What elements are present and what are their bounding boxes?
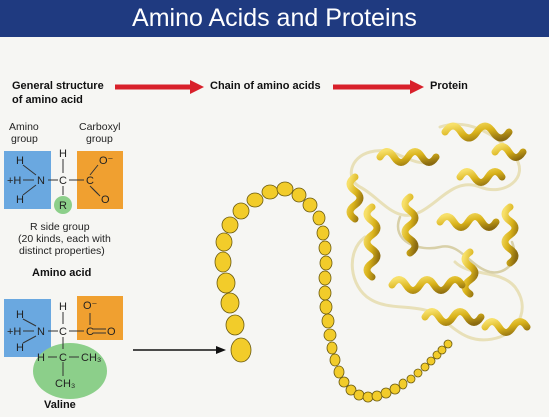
amino-acid-bead [406, 374, 416, 384]
header-general-structure-2: of amino acid [12, 94, 83, 106]
amino-group-label-2: group [11, 133, 38, 145]
valine-atom-h-side: H [37, 352, 45, 364]
atom-h-alpha: H [59, 148, 67, 160]
red-arrow-2 [333, 80, 424, 94]
amino-acid-bead [333, 365, 345, 379]
amino-acid-bead [326, 341, 338, 355]
valine-atom-o: O [107, 326, 116, 338]
protein-ribbon [346, 122, 531, 342]
header-general-structure-1: General structure [12, 80, 104, 92]
amino-acid-structure [22, 159, 101, 197]
amino-acid-bead [220, 292, 240, 314]
atom-c-carboxyl: C [86, 175, 94, 187]
amino-acid-bead [221, 216, 239, 234]
amino-acid-bead [318, 240, 332, 256]
red-arrow-1 [115, 80, 204, 94]
atom-h-bottom: H [16, 194, 24, 206]
valine-atom-n: N [37, 326, 45, 338]
valine-atom-h-top: H [16, 309, 24, 321]
valine-atom-c-side: C [59, 352, 67, 364]
amino-acid-bead [345, 384, 357, 396]
valine-structure [22, 312, 106, 376]
amino-acid-bead [413, 368, 423, 378]
amino-acid-bead [323, 328, 337, 342]
carboxyl-group-box [77, 151, 123, 209]
valine-atom-c-alpha: C [59, 326, 67, 338]
amino-acid-bead [437, 345, 447, 355]
black-arrow [133, 346, 226, 354]
amino-acid-bead [353, 389, 365, 401]
carboxyl-group-label-1: Carboxyl [79, 121, 120, 133]
valine-atom-ch3-right: CH₃ [81, 352, 101, 364]
amino-acid-bead [338, 376, 350, 388]
amino-acid-chain [214, 181, 453, 403]
r-group-circle [54, 196, 72, 214]
r-side-label-1: R side group [30, 221, 90, 233]
amino-acid-bead [276, 181, 294, 197]
atom-n: N [37, 175, 45, 187]
amino-group-label-1: Amino [9, 121, 39, 133]
amino-acid-bead [291, 187, 307, 203]
header-protein: Protein [430, 80, 468, 92]
atom-plus-h: +H [7, 175, 21, 187]
amino-acid-diagram: General structure of amino acid Chain of… [4, 80, 531, 411]
atom-c-alpha: C [59, 175, 67, 187]
valine-atom-o-minus: O⁻ [83, 300, 98, 312]
header-chain: Chain of amino acids [210, 80, 321, 92]
amino-acid-bead [319, 255, 333, 271]
amino-acid-bead [398, 378, 408, 390]
amino-acid-bead [426, 356, 436, 366]
slide-title: Amino Acids and Proteins [0, 0, 549, 37]
amino-acid-bead [380, 387, 392, 399]
amino-acid-caption: Amino acid [32, 267, 91, 279]
amino-acid-bead [214, 251, 232, 273]
amino-acid-bead [321, 313, 335, 329]
valine-atom-ch3-bottom: CH₃ [55, 378, 75, 390]
atom-r: R [59, 200, 67, 212]
amino-acid-bead [216, 272, 236, 294]
carboxyl-group-label-2: group [86, 133, 113, 145]
r-side-label-3: distinct properties) [19, 245, 105, 257]
amino-acid-bead [232, 202, 250, 220]
amino-acid-bead [329, 353, 341, 367]
amino-acid-bead [318, 285, 332, 301]
amino-acid-bead [225, 314, 245, 336]
r-side-label-2: (20 kinds, each with [18, 233, 111, 245]
amino-acid-bead [302, 197, 318, 213]
diagram-stage: General structure of amino acid Chain of… [0, 37, 549, 417]
amino-acid-bead [215, 232, 233, 252]
atom-o: O [101, 194, 110, 206]
amino-acid-bead [371, 390, 383, 402]
valine-atom-h-bottom: H [16, 342, 24, 354]
amino-acid-bead [230, 337, 252, 363]
atom-h-top: H [16, 155, 24, 167]
valine-amino-box [4, 299, 51, 357]
amino-acid-bead [362, 391, 374, 403]
amino-acid-bead [420, 362, 430, 372]
valine-atom-c-carboxyl: C [86, 326, 94, 338]
atom-o-minus: O⁻ [99, 155, 114, 167]
amino-acid-bead [261, 184, 279, 200]
amino-acid-bead [312, 210, 326, 226]
amino-acid-bead [246, 192, 264, 208]
valine-atom-h-alpha: H [59, 301, 67, 313]
amino-acid-bead [443, 339, 453, 349]
valine-atom-plus-h: +H [7, 326, 21, 338]
amino-acid-bead [318, 270, 332, 286]
amino-acid-bead [316, 225, 330, 241]
amino-acid-bead [319, 299, 333, 315]
valine-caption: Valine [44, 399, 76, 411]
amino-acid-bead [389, 383, 401, 395]
